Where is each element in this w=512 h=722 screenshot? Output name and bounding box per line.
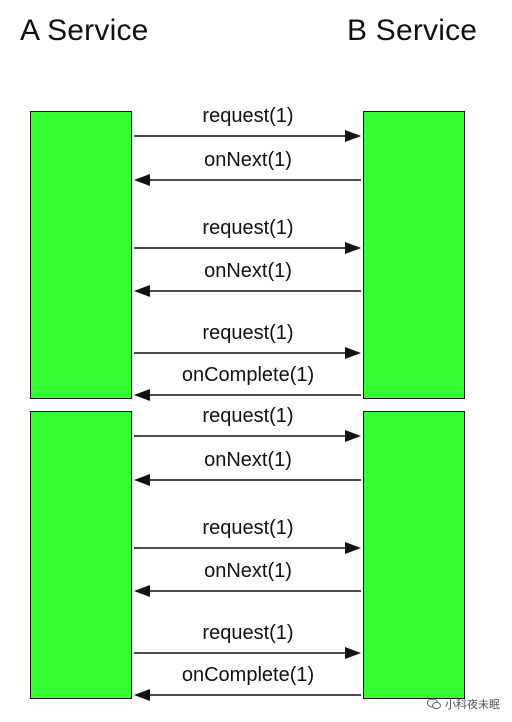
arrowhead-icon <box>345 347 361 359</box>
chat-bubbles-icon <box>427 698 441 710</box>
response-label: onNext(1) <box>204 260 292 282</box>
response-label: onNext(1) <box>204 560 292 582</box>
service-b-heading: B Service <box>347 14 478 47</box>
arrowhead-icon <box>134 689 150 701</box>
arrowhead-icon <box>134 174 150 186</box>
request-label: request(1) <box>202 105 294 127</box>
service-a-heading: A Service <box>20 14 149 47</box>
watermark: 小科夜未眠 <box>427 696 500 712</box>
service-b-box-bottom <box>363 411 465 699</box>
request-label: request(1) <box>202 405 294 427</box>
arrowhead-icon <box>345 130 361 142</box>
arrowhead-icon <box>134 585 150 597</box>
response-label: onNext(1) <box>204 149 292 171</box>
request-label: request(1) <box>202 322 294 344</box>
response-label: onComplete(1) <box>181 664 315 686</box>
request-label: request(1) <box>202 622 294 644</box>
arrowhead-icon <box>345 647 361 659</box>
response-label: onComplete(1) <box>181 364 315 386</box>
response-label: onNext(1) <box>204 449 292 471</box>
arrowhead-icon <box>134 389 150 401</box>
request-label: request(1) <box>202 217 294 239</box>
service-b-box-top <box>363 111 465 399</box>
arrowhead-icon <box>345 430 361 442</box>
arrowhead-icon <box>134 285 150 297</box>
arrowhead-icon <box>345 542 361 554</box>
watermark-text: 小科夜未眠 <box>445 699 500 711</box>
arrowhead-icon <box>134 474 150 486</box>
service-a-box-bottom <box>30 411 132 699</box>
request-label: request(1) <box>202 517 294 539</box>
service-a-box-top <box>30 111 132 399</box>
arrowhead-icon <box>345 242 361 254</box>
